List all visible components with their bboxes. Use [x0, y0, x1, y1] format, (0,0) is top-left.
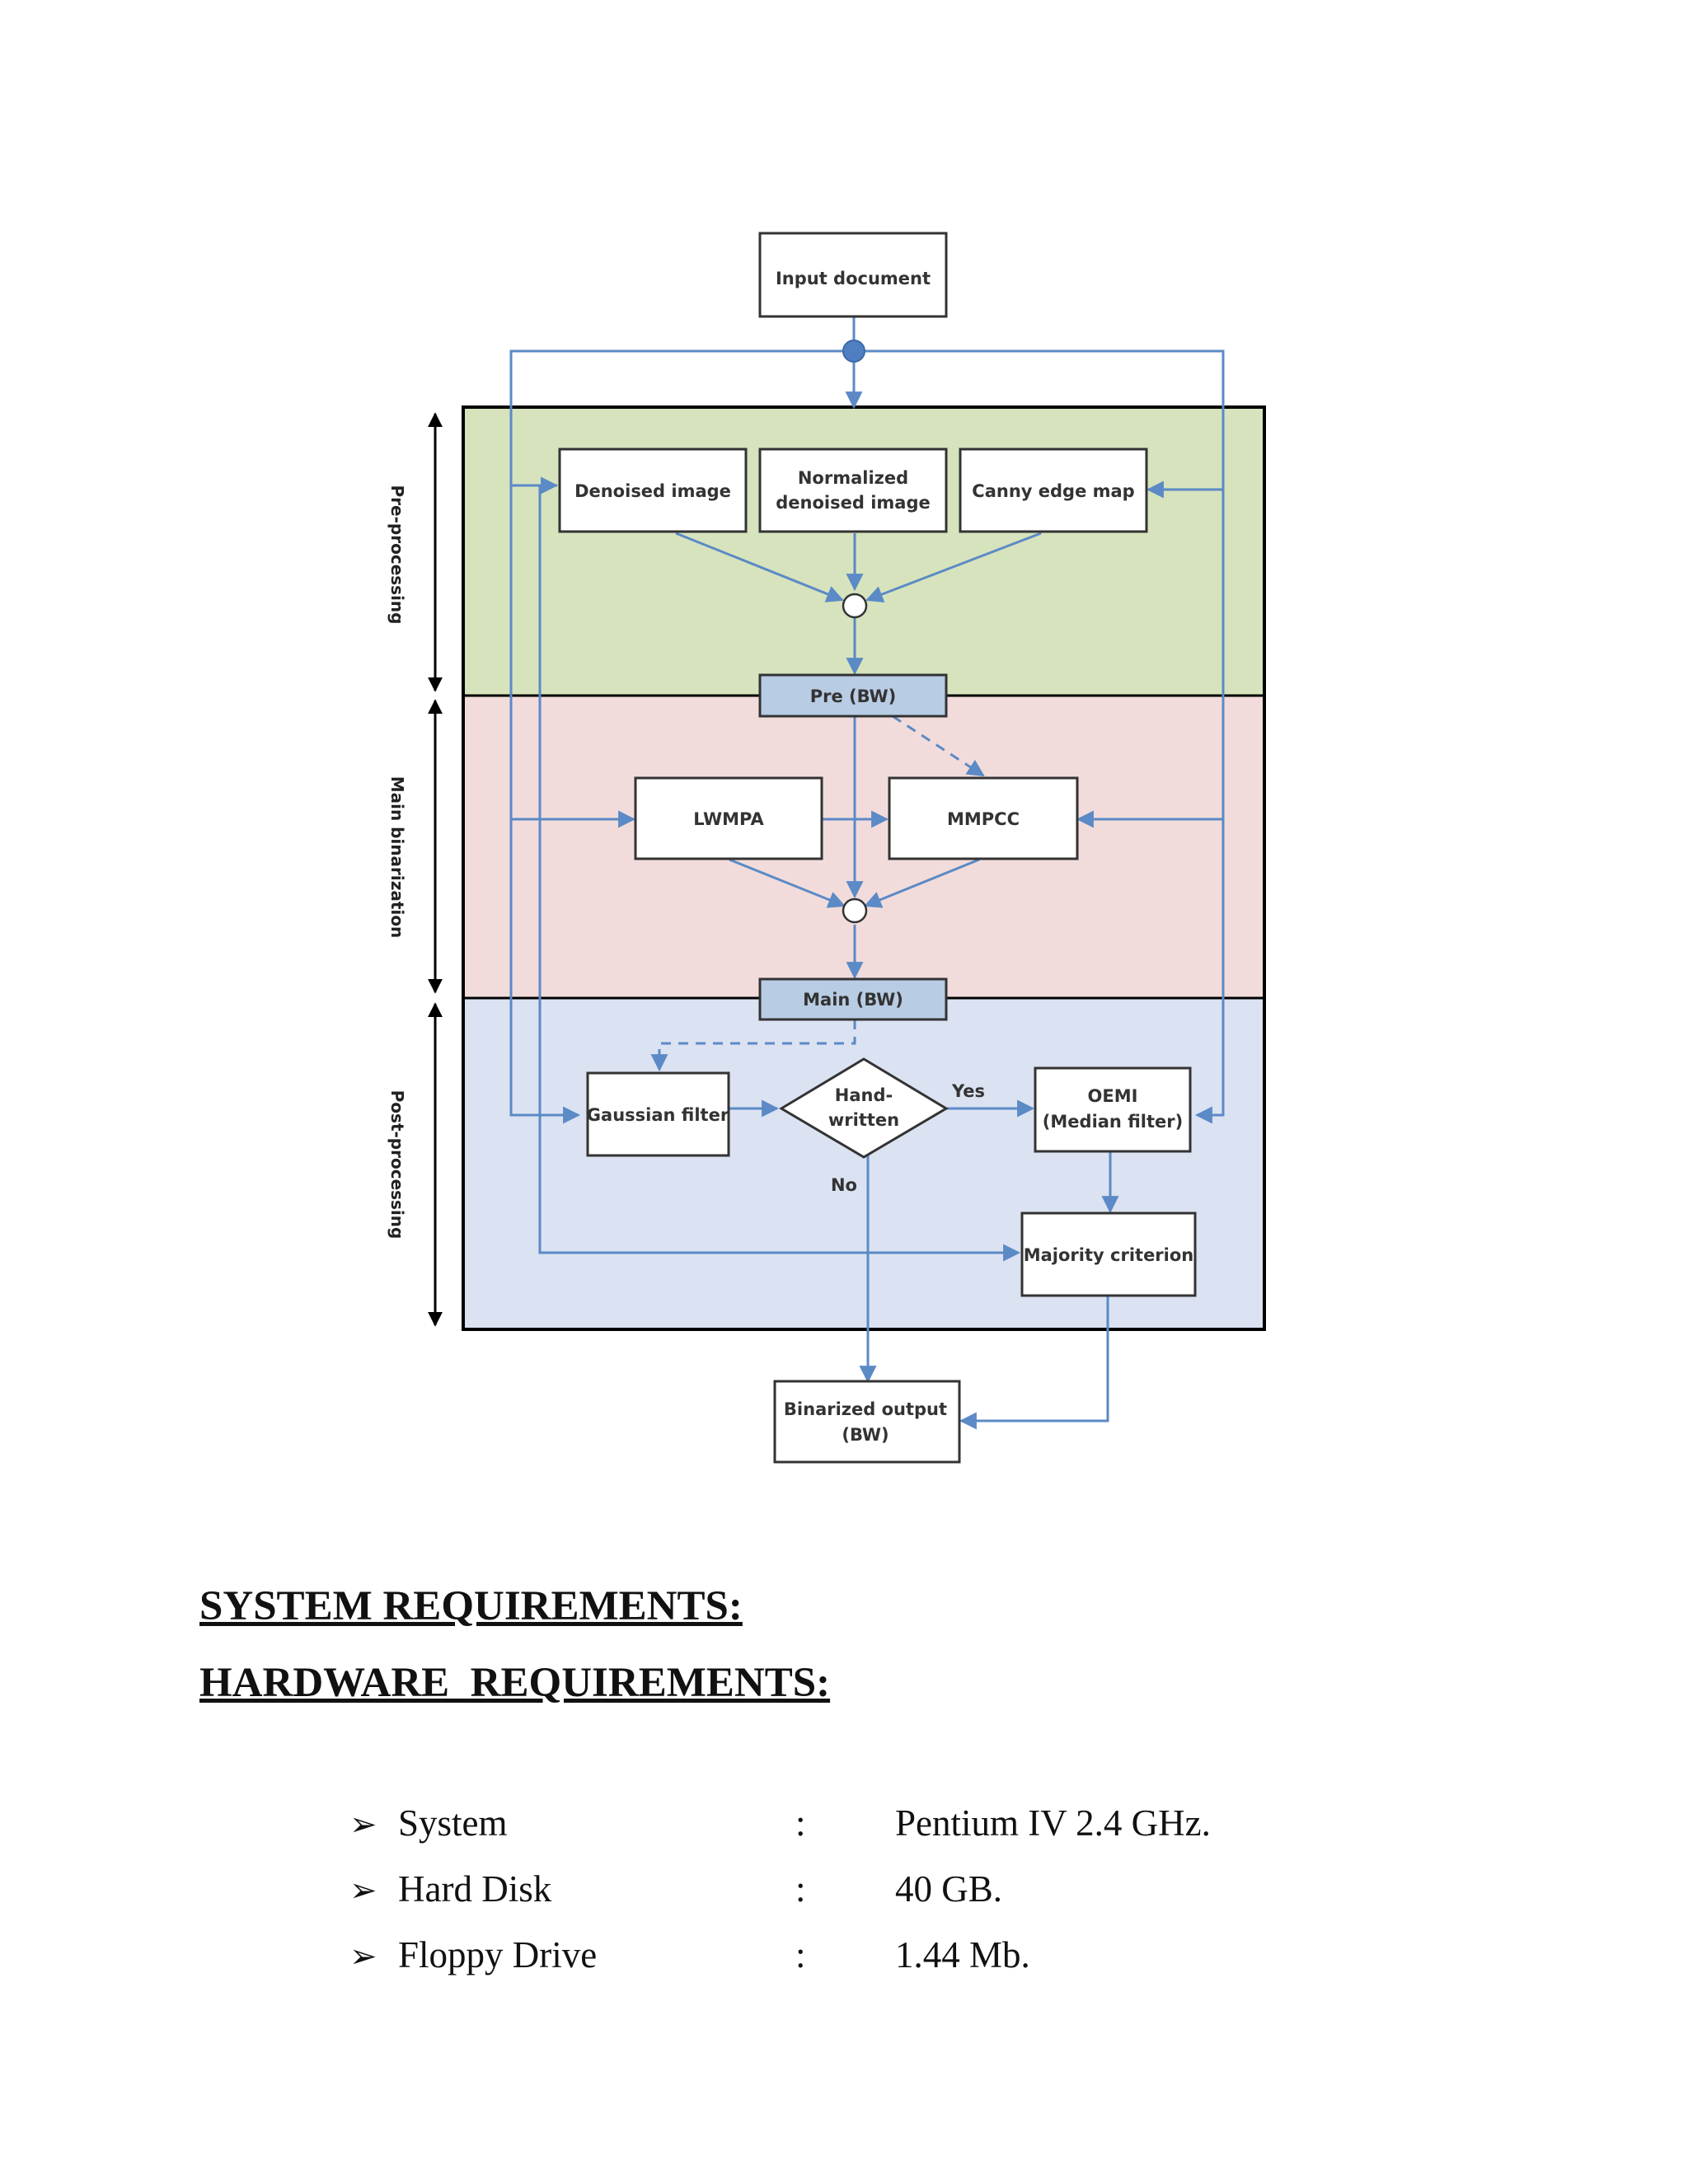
requirement-name: Hard Disk [398, 1868, 552, 1910]
binarized-output-node: Binarized output (BW) [773, 1380, 961, 1464]
requirement-row: ➢ Hard Disk : 40 GB. [0, 1868, 1688, 1925]
binarized-output-line1: Binarized output [784, 1399, 947, 1419]
input-document-label: Input document [776, 269, 931, 288]
phase-label-main: Main binarization [387, 776, 407, 939]
requirement-value: 1.44 Mb. [895, 1934, 1030, 1975]
oemi-box: OEMI (Median filter) [1034, 1066, 1192, 1153]
binarized-output-line2: (BW) [842, 1425, 889, 1445]
hardware-requirements-heading: HARDWARE REQUIREMENTS: [199, 1660, 831, 1706]
bullet-arrow-icon: ➢ [349, 1938, 377, 1975]
requirement-value: Pentium IV 2.4 GHz. [895, 1802, 1211, 1844]
requirement-separator: : [795, 1802, 806, 1844]
normalized-denoised-image-box: Normalized denoised image [758, 448, 948, 533]
input-document-node: Input document [758, 232, 948, 318]
mmpcc-box: MMPCC [888, 776, 1079, 860]
system-requirements-heading: SYSTEM REQUIREMENTS: [199, 1583, 743, 1629]
requirement-separator: : [795, 1868, 806, 1910]
requirement-name: Floppy Drive [398, 1934, 598, 1975]
requirement-row: ➢ System : Pentium IV 2.4 GHz. [0, 1802, 1688, 1859]
bullet-arrow-icon: ➢ [349, 1872, 377, 1909]
denoised-image-label: Denoised image [574, 481, 731, 501]
merge-node [842, 898, 868, 924]
normalized-label-line1: Normalized [798, 468, 908, 488]
main-bw-label: Main (BW) [803, 990, 903, 1010]
requirement-name: System [398, 1802, 508, 1844]
normalized-label-line2: denoised image [776, 493, 930, 513]
main-bw-box: Main (BW) [758, 977, 948, 1021]
canny-edge-map-box: Canny edge map [959, 448, 1148, 533]
handwritten-label-line2: written [828, 1110, 899, 1130]
binarization-flowchart: Pre-processing Main binarization Post-pr… [387, 232, 1266, 1464]
mmpcc-label: MMPCC [947, 809, 1020, 829]
handwritten-label-line1: Hand- [835, 1085, 893, 1105]
majority-criterion-box: Majority criterion [1020, 1212, 1197, 1297]
requirement-row: ➢ Floppy Drive : 1.44 Mb. [0, 1933, 1688, 1991]
oemi-label-line1: OEMI [1088, 1086, 1138, 1106]
gaussian-filter-box: Gaussian filter [586, 1071, 730, 1157]
gaussian-filter-label: Gaussian filter [587, 1105, 729, 1125]
majority-criterion-label: Majority criterion [1024, 1245, 1194, 1265]
denoised-image-box: Denoised image [558, 448, 748, 533]
process-frame [462, 405, 1266, 1331]
main-binarization-band [463, 696, 1264, 998]
pre-bw-box: Pre (BW) [758, 673, 948, 718]
requirement-value: 40 GB. [895, 1868, 1003, 1910]
phase-label-post: Post-processing [387, 1090, 407, 1240]
canny-edge-map-label: Canny edge map [972, 481, 1134, 501]
oemi-label-line2: (Median filter) [1043, 1112, 1183, 1132]
yes-label: Yes [951, 1081, 985, 1101]
connectors [509, 317, 1225, 1430]
merge-node [842, 593, 868, 619]
handwritten-decision: Hand- written [779, 1057, 949, 1159]
lwmpa-label: LWMPA [693, 809, 764, 829]
lwmpa-box: LWMPA [634, 776, 823, 860]
bullet-arrow-icon: ➢ [349, 1806, 377, 1843]
pre-bw-label: Pre (BW) [810, 687, 897, 706]
no-label: No [831, 1175, 857, 1195]
split-node [842, 340, 865, 363]
requirement-separator: : [795, 1934, 806, 1975]
phase-label-pre: Pre-processing [387, 485, 407, 625]
